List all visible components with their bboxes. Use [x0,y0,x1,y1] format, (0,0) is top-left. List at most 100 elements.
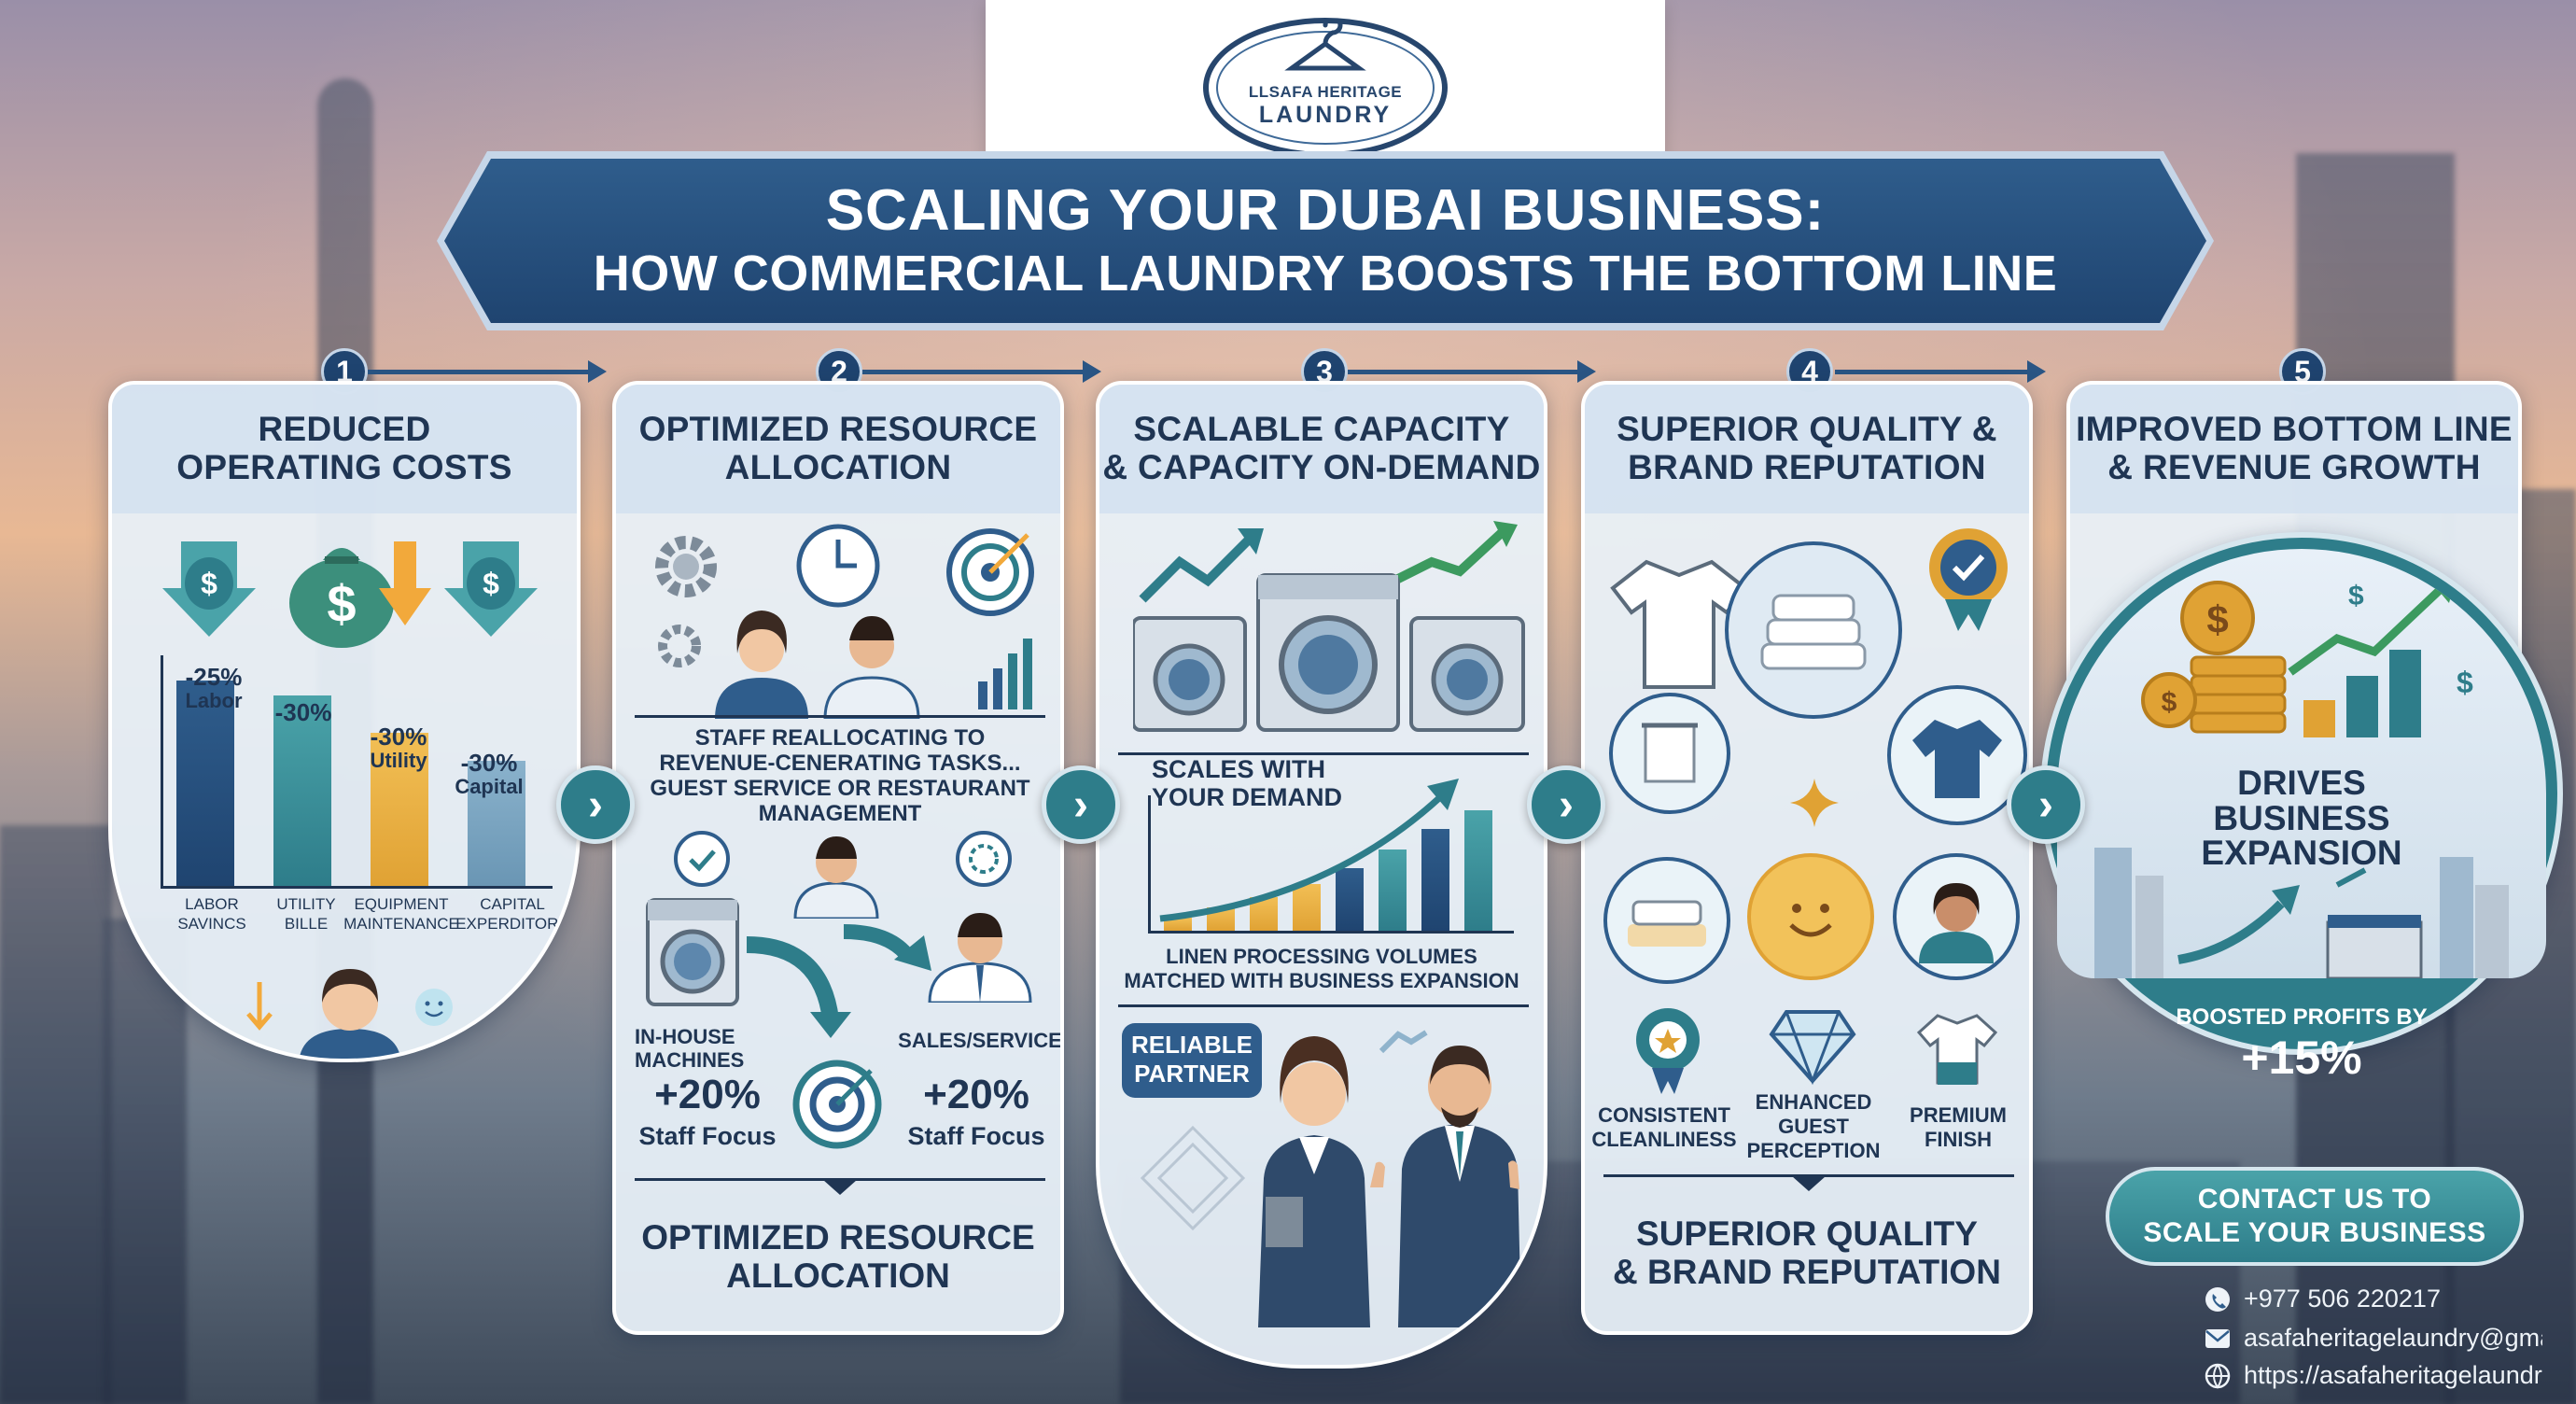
flow-connector [862,370,1086,374]
panel-2-heading-1: OPTIMIZED RESOURCE [638,410,1038,449]
logo-card: LLSAFA HERITAGE LAUNDRY [986,0,1665,176]
stat-right-value: +20% [923,1072,1029,1117]
handshake-icon [1379,1030,1428,1054]
panel-1-heading-1: REDUCED [258,410,431,449]
contact-button-line-1: CONTACT US TO [2197,1184,2432,1214]
flow-connector [1835,370,2031,374]
panel-heading: SCALABLE CAPACITY & CAPACITY ON-DEMAND [1099,385,1544,513]
title-banner: SCALING YOUR DUBAI BUSINESS: HOW COMMERC… [444,159,2206,323]
city-growth-illustration [2094,848,2509,978]
bar-2-pct: -30% [274,698,332,726]
contact-email[interactable]: asafaheritagelaundry@gmail... [2205,1324,2542,1353]
gear-icon [655,536,717,597]
towel-icon [1609,693,1730,814]
panel-heading: REDUCED OPERATING COSTS [112,385,577,513]
contact-phone[interactable]: +977 506 220217 [2205,1285,2441,1313]
volume-bar [1293,884,1321,931]
money-bag-icon: $ [289,541,431,648]
email-icon [2205,1328,2230,1348]
contact-website[interactable]: https://asafaheritagelaundry... [2205,1361,2542,1390]
volume-bar [1464,810,1492,931]
quality-badge-icon [1929,528,2008,631]
panel-heading: IMPROVED BOTTOM LINE & REVENUE GROWTH [2070,385,2518,513]
flow-arrow-icon [1577,360,1596,383]
bar-4-pct: -30% [460,749,518,777]
panel-5-heading-1: IMPROVED BOTTOM LINE [2076,410,2513,449]
staff-caption: STAFF REALLOCATING TO REVENUE-CENERATING… [650,725,1030,826]
premium-shirt-icon [1916,1014,1998,1085]
chevron-right-icon: › [2007,765,2085,844]
cost-bar [371,733,428,886]
bar-1-pct: -25% [185,663,243,691]
hanger-icon [1284,20,1366,71]
money-bag-down-icon: $ [162,541,256,637]
title-line-1: SCALING YOUR DUBAI BUSINESS: [825,177,1826,243]
cost-bar-chart [161,655,553,889]
flow-connector [368,370,592,374]
guest-avatar [1893,853,2020,980]
business-partners-illustration [1258,1036,1521,1327]
gear-icon [658,625,701,667]
money-bag-down-icon: $ [444,541,538,637]
svg-text:$: $ [2162,687,2177,718]
panel-4-heading-2: BRAND REPUTATION [1628,448,1986,486]
panel-superior-quality: SUPERIOR QUALITY & BRAND REPUTATION CONS… [1581,381,2033,1335]
staff-meeting-illustration [715,611,920,719]
panel-3-heading-1: SCALABLE CAPACITY [1133,410,1510,449]
chevron-right-icon: › [1527,765,1605,844]
volume-growth-chart [1148,779,1514,934]
globe-icon [2205,1363,2231,1389]
receptionist-avatar [299,969,401,1059]
flow-arrow-right-icon [843,924,931,971]
target-icon [792,1060,882,1149]
title-line-2: HOW COMMERCIAL LAUNDRY BOOSTS THE BOTTOM… [593,246,2058,302]
sparkle-icon [1790,779,1839,827]
phone-icon [2205,1286,2230,1312]
panel-heading: SUPERIOR QUALITY & BRAND REPUTATION [1585,385,2029,513]
panel-4-heading-1: SUPERIOR QUALITY & [1617,410,1997,449]
svg-text:$: $ [2457,666,2473,699]
flow-arrow-curved-icon [746,936,851,1038]
email-address: asafaheritagelaundry@gmail... [2244,1324,2542,1352]
boost-value: +15% [2241,1032,2362,1084]
flow-arrow-icon [588,360,607,383]
contact-us-button[interactable]: CONTACT US TO SCALE YOUR BUSINESS [2106,1167,2524,1266]
panel-2-heading-2: ALLOCATION [724,448,952,486]
svg-text:$: $ [201,567,217,600]
cost-bar [176,681,234,886]
washing-machines-growth-illustration [1133,521,1525,732]
chevron-right-icon: › [1042,765,1120,844]
check-circle-icon [674,831,730,887]
svg-text:$: $ [2348,581,2364,611]
sales-label: SALES/SERVICE [898,1029,1062,1052]
volume-bar [1336,868,1364,931]
logo: LLSAFA HERITAGE LAUNDRY [1203,18,1448,158]
volume-bar [1421,829,1449,931]
bar-3-pct: -30% [370,723,427,751]
stat-left-label: Staff Focus [638,1122,777,1150]
flow-connector [1348,370,1581,374]
coin-stack-growth-icon: $ $ $ $ [2141,575,2473,737]
arabesque-pattern-decoration [1140,1125,1246,1231]
sales-agent-avatar [928,913,1032,1003]
cost-bar [273,695,331,886]
diamond-icon [1769,1010,1856,1085]
chevron-right-icon: › [556,765,635,844]
bar-3-label: Utility [370,749,427,772]
folded-towels-icon [1603,857,1730,984]
arrow-down-icon [246,982,273,1031]
trend-arrow-icon [1159,779,1459,922]
panel-optimized-resource-allocation: OPTIMIZED RESOURCE ALLOCATION STAFF REAL… [612,381,1064,1335]
uniform-jacket-icon [1887,685,2027,825]
